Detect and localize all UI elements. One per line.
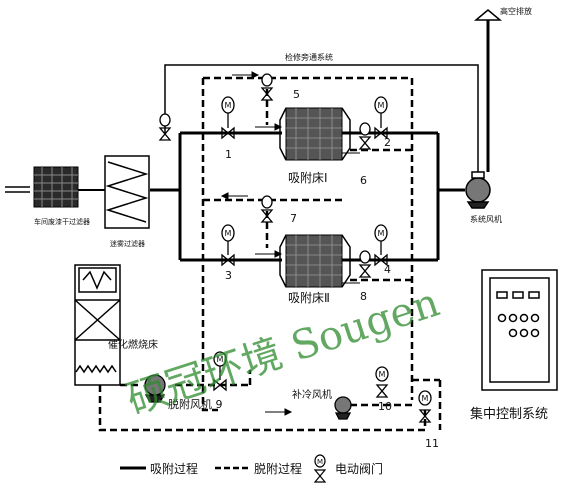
valve-5-number: 5 (293, 88, 300, 101)
prefilter-label: 车间废漆干过滤器 (34, 217, 90, 226)
motor-3-icon (221, 224, 235, 242)
valve-4-number: 4 (384, 263, 391, 276)
motor-1-icon (221, 96, 235, 114)
cool-fan-label: 补冷风机 (292, 388, 332, 401)
valve-10-number: 10 (378, 400, 392, 413)
valve-2-number: 2 (384, 136, 391, 149)
valve-6-number: 6 (360, 174, 367, 187)
motor-4-icon (374, 224, 388, 242)
svg-text:M: M (317, 458, 323, 466)
svg-text:M: M (378, 101, 385, 110)
valve-numbers: 1 2 3 4 5 6 7 8 10 11 (225, 88, 439, 450)
svg-text:M: M (378, 229, 385, 238)
valve-1-number: 1 (225, 148, 232, 161)
valve-1-icon (221, 126, 235, 140)
motor-2-icon (374, 96, 388, 114)
valve-2-icon (374, 126, 388, 140)
desorption-lines (98, 76, 442, 432)
desorb-fan-label: 脱附风机 9 (168, 397, 223, 411)
legend-valve-label: 电动阀门 (335, 461, 383, 476)
bypass-label: 检修旁通系统 (285, 52, 333, 62)
motor-actuators (159, 73, 432, 406)
valve-11-number: 11 (425, 437, 439, 450)
valve-3-icon (221, 253, 235, 267)
adsorber-2 (279, 234, 351, 288)
valve-3-number: 3 (225, 269, 232, 282)
legend-valve-icon (313, 469, 327, 483)
valve-5-icon (260, 87, 274, 101)
valve-7-number: 7 (290, 212, 297, 225)
main-fan-label: 系统风机 (470, 214, 502, 224)
valve-11-icon (418, 409, 432, 423)
second-filter-label: 迷雾过滤器 (110, 239, 145, 248)
motor-letters: M M M M M M M (217, 101, 429, 403)
flow-arrows (220, 71, 360, 416)
svg-text:M: M (422, 394, 429, 403)
adsorber-1 (279, 107, 351, 161)
prefilter (33, 166, 79, 208)
main-fan (465, 171, 491, 209)
motor-8-icon (359, 250, 371, 264)
valve-6-icon (358, 136, 372, 150)
svg-text:M: M (379, 370, 386, 379)
bypass-line (164, 64, 479, 178)
adsorption-lines (150, 20, 490, 262)
watermark: 硕冠环境 Sougen (121, 280, 444, 424)
desorb-fan (144, 374, 166, 403)
svg-text:M: M (217, 355, 224, 364)
motor-bypass-icon (159, 113, 171, 127)
inlet-arrow (5, 186, 30, 193)
valve-9-icon (213, 378, 227, 392)
legend-solid-label: 吸附过程 (150, 461, 198, 476)
motor-5-icon (261, 73, 273, 87)
motor-11-icon (418, 390, 432, 406)
svg-text:M: M (225, 229, 232, 238)
legend-motor-icon (314, 454, 326, 468)
valves (158, 87, 432, 423)
control-label: 集中控制系统 (470, 406, 548, 422)
motor-9-icon (213, 351, 227, 367)
legend-dashed-label: 脱附过程 (254, 461, 302, 476)
svg-text:M: M (225, 101, 232, 110)
valve-4-icon (374, 253, 388, 267)
valve-10-icon (375, 384, 389, 398)
legend: 吸附过程 脱附过程 M 电动阀门 (120, 454, 383, 483)
valve-bypass-icon (158, 127, 172, 141)
exhaust-arrow (473, 9, 503, 21)
second-filter (104, 155, 150, 229)
valve-7-icon (260, 209, 274, 223)
combustion-bed (74, 264, 121, 386)
control-cabinet (481, 269, 558, 391)
motor-10-icon (375, 366, 389, 382)
motor-6-icon (359, 122, 371, 136)
valve-8-icon (358, 264, 372, 278)
adsorber-1-label: 吸附床Ⅰ (288, 171, 328, 185)
motor-7-icon (261, 195, 273, 209)
combustion-label: 催化燃烧床 (108, 338, 158, 351)
cool-fan (334, 396, 352, 420)
exhaust-label: 高空排放 (500, 6, 532, 16)
adsorber-2-label: 吸附床Ⅱ (288, 291, 330, 305)
valve-8-number: 8 (360, 290, 367, 303)
